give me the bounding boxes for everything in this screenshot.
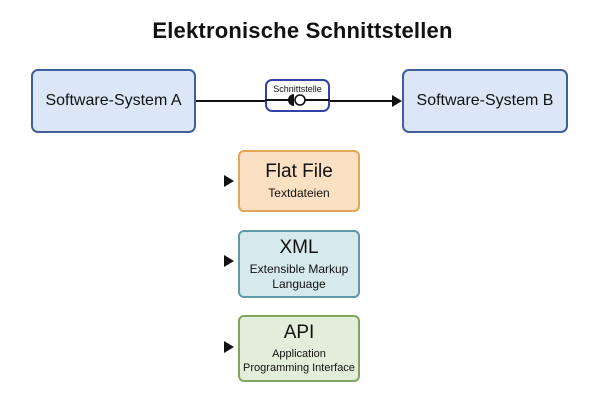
format-description: Extensible Markup Language bbox=[250, 262, 349, 292]
format-description-line: Textdateien bbox=[268, 186, 330, 200]
format-name: Flat File bbox=[265, 161, 333, 182]
bullet-arrow-icon bbox=[224, 175, 234, 187]
software-system-a: Software-System A bbox=[31, 69, 196, 133]
bullet-arrow-icon bbox=[224, 341, 234, 353]
arrowhead-icon bbox=[392, 95, 402, 107]
format-name: API bbox=[283, 322, 315, 343]
format-description-line: Language bbox=[272, 276, 326, 291]
format-description-line: Extensible Markup bbox=[249, 261, 349, 276]
software-system-b: Software-System B bbox=[402, 69, 568, 133]
format-description: Application Programming Interface bbox=[243, 347, 355, 375]
format-description: Textdateien bbox=[268, 186, 329, 201]
software-system-b-label: Software-System B bbox=[416, 92, 554, 109]
interface-box: Schnittstelle bbox=[265, 79, 330, 112]
format-description-line: Application bbox=[272, 348, 326, 360]
format-card-api: API Application Programming Interface bbox=[238, 315, 360, 382]
format-card-xml: XML Extensible Markup Language bbox=[238, 230, 360, 298]
format-card-flat-file: Flat File Textdateien bbox=[238, 150, 360, 212]
format-description-line: Programming Interface bbox=[243, 362, 355, 374]
interface-label: Schnittstelle bbox=[273, 84, 322, 94]
software-system-a-label: Software-System A bbox=[45, 92, 182, 109]
plug-connector-icon bbox=[265, 94, 330, 106]
bullet-arrow-icon bbox=[224, 255, 234, 267]
format-name: XML bbox=[279, 236, 319, 258]
diagram-title: Elektronische Schnittstellen bbox=[152, 18, 453, 43]
